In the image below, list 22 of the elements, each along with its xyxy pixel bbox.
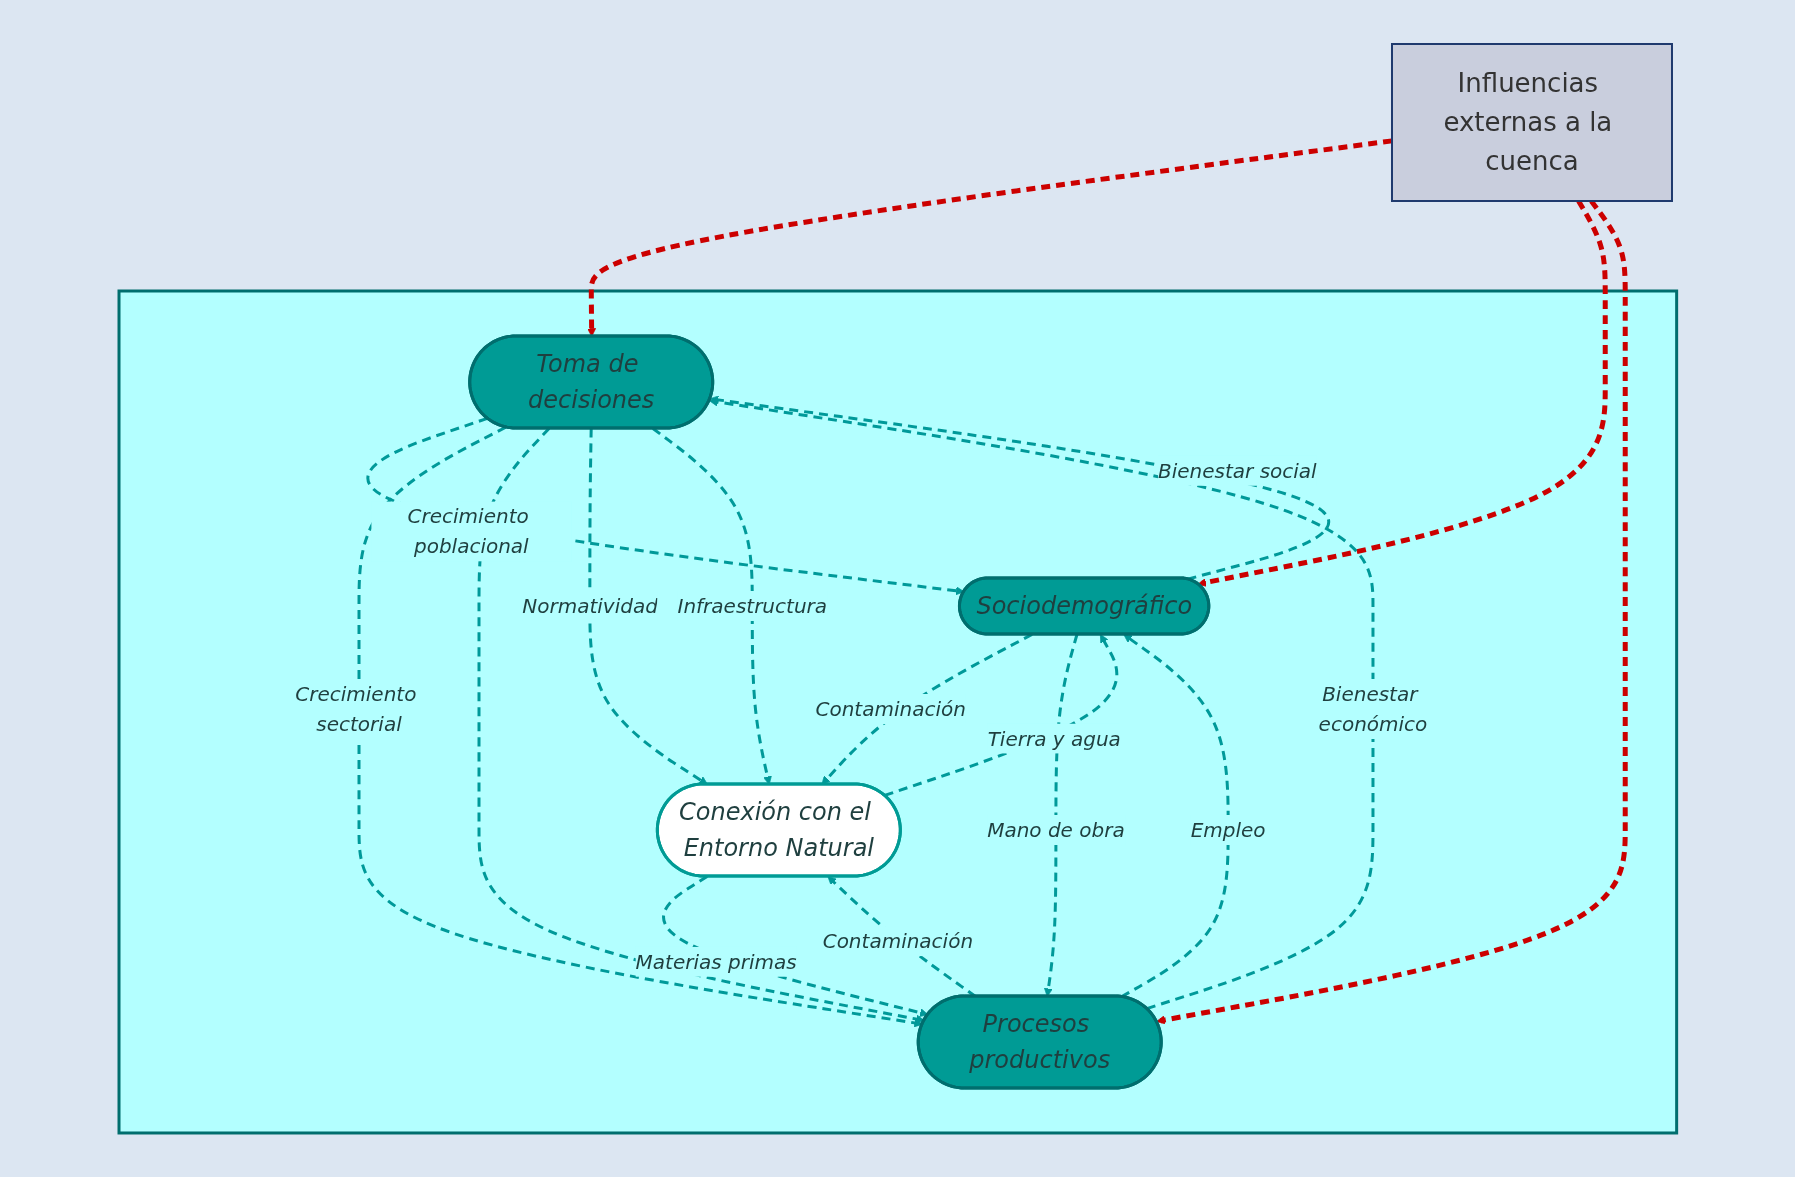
edge-label: Contaminación — [815, 696, 966, 721]
arrow — [1120, 634, 1230, 999]
arrow — [709, 395, 1330, 581]
arrow — [708, 397, 1375, 1010]
edge-label: Crecimiento sectorial — [294, 681, 417, 736]
edge-label: Normatividad — [521, 593, 658, 618]
edge-label: Crecimiento poblacional — [407, 504, 529, 559]
edge-label: Empleo — [1190, 817, 1266, 842]
arrow — [357, 425, 923, 1028]
cluster — [117, 289, 1678, 1135]
edge-label: Bienestar económico — [1318, 681, 1428, 736]
edge-label: Contaminación — [822, 929, 973, 954]
edge-label: Bienestar social — [1157, 458, 1317, 483]
arrow — [477, 427, 925, 1024]
edge-label: Infraestructura — [677, 593, 827, 618]
edge-label: Mano de obra — [986, 817, 1125, 842]
arrow — [366, 416, 965, 596]
arrow — [588, 428, 708, 785]
edge-label: Tierra y agua — [987, 726, 1121, 751]
edge-label: Materias primas — [635, 949, 797, 974]
arrow — [586, 138, 1392, 337]
node-box: Influencias externas a la cuenca — [1390, 43, 1673, 202]
